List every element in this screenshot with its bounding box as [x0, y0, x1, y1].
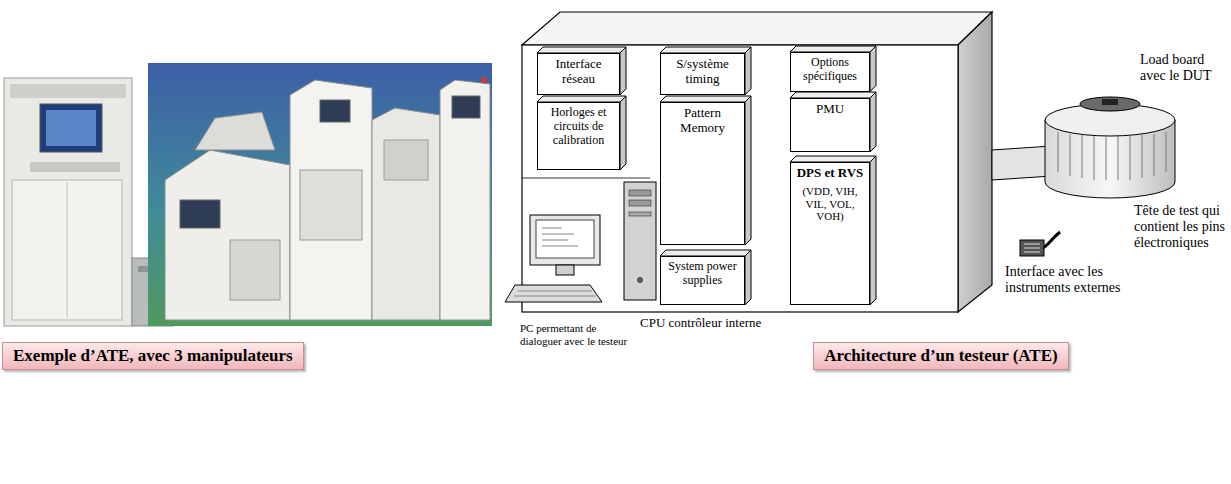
module-box: Options spécifiques — [790, 52, 870, 92]
caption-text: Exemple d’ATE, avec 3 manipulateurs — [13, 346, 293, 366]
block-face — [745, 250, 751, 305]
keyboard — [505, 285, 602, 302]
block-face — [620, 96, 626, 170]
module-text: (VDD, VIH, VIL, VOL, VOH) — [794, 185, 866, 223]
signal-lamp — [481, 77, 487, 83]
screen-frame — [40, 104, 102, 152]
module-text: S/système timing — [664, 57, 741, 87]
head-cable — [992, 146, 1052, 180]
handler-panel — [230, 240, 280, 300]
screen-lines — [542, 228, 578, 246]
module-text: Horloges et circuits de calibration — [541, 106, 616, 147]
module-box: DPS et RVS (VDD, VIH, VIL, VOL, VOH) — [790, 162, 870, 305]
block-face — [745, 47, 751, 95]
pc-icon — [505, 215, 602, 302]
handler-machine — [165, 150, 290, 320]
cabinet-body — [4, 78, 132, 326]
connector-pins — [1024, 244, 1040, 252]
handler-machine — [290, 80, 372, 320]
drive-bay — [629, 212, 651, 216]
module-box: Pattern Memory — [660, 102, 745, 245]
module-text: Interface réseau — [541, 57, 616, 87]
caption-box: Exemple d’ATE, avec 3 manipulateurs — [2, 342, 304, 370]
handler-panel — [384, 140, 428, 180]
handler-screen — [180, 200, 220, 228]
connector-cable — [1042, 232, 1060, 248]
callout-label: PC permettant de dialoguer avec le teste… — [520, 322, 632, 347]
power-button — [637, 277, 643, 283]
block-face — [620, 47, 626, 95]
handler-panel — [300, 170, 362, 240]
test-head — [1045, 97, 1175, 198]
caption-text: Architecture d’un testeur (ATE) — [824, 346, 1057, 366]
monitor-stand — [556, 265, 574, 275]
drive-bay — [629, 190, 651, 196]
module-box: Interface réseau — [537, 53, 620, 95]
handler-machine — [372, 108, 440, 320]
load-board — [1080, 97, 1140, 111]
module-text: Pattern Memory — [664, 106, 741, 136]
cabinet-band — [10, 84, 126, 98]
block-face — [745, 96, 751, 245]
module-text: Options spécifiques — [794, 56, 866, 84]
module-box: PMU — [790, 98, 870, 152]
block-face — [870, 92, 876, 152]
module-box: System power supplies — [660, 256, 745, 305]
handler-screen — [320, 100, 350, 122]
monitor-screen — [536, 220, 594, 258]
photo-ground — [148, 63, 492, 326]
cabinet-side — [958, 12, 992, 312]
handler-machine — [440, 80, 490, 320]
handler-screen — [452, 96, 480, 118]
cabinet-top — [522, 12, 992, 45]
door-seam — [67, 182, 68, 318]
block-face — [870, 156, 876, 305]
tower-body — [624, 182, 656, 300]
external-connector — [1020, 232, 1060, 256]
caption-box: Architecture d’un testeur (ATE) — [813, 342, 1068, 370]
callout-label: CPU contrôleur interne — [640, 316, 790, 331]
module-box: Horloges et circuits de calibration — [537, 102, 620, 170]
dut-chip — [1102, 99, 1118, 105]
module-text: PMU — [794, 102, 866, 117]
block-face — [870, 46, 876, 92]
callout-label: Tête de test qui contient les pins élect… — [1134, 203, 1228, 251]
handler-arm — [195, 112, 275, 150]
cabinet-front — [522, 45, 958, 312]
callout-label: Interface avec les instruments externes — [1005, 264, 1155, 296]
callout-label: Load board avec le DUT — [1140, 52, 1228, 84]
module-box: S/système timing — [660, 53, 745, 95]
connector-plug — [1020, 240, 1044, 256]
screen — [46, 110, 96, 146]
module-text: System power supplies — [664, 260, 741, 288]
cpu-tower — [624, 182, 656, 300]
cabinet-door — [12, 180, 122, 320]
tester-cabinet — [522, 12, 992, 312]
keyboard-keys — [514, 291, 596, 296]
keyboard-shelf — [30, 162, 120, 172]
drive-bay — [629, 200, 651, 206]
monitor — [530, 215, 600, 265]
module-title: DPS et RVS — [794, 166, 866, 181]
handlers-photo — [148, 63, 492, 326]
pin-cards — [1058, 132, 1166, 180]
panel-divider — [522, 178, 650, 179]
